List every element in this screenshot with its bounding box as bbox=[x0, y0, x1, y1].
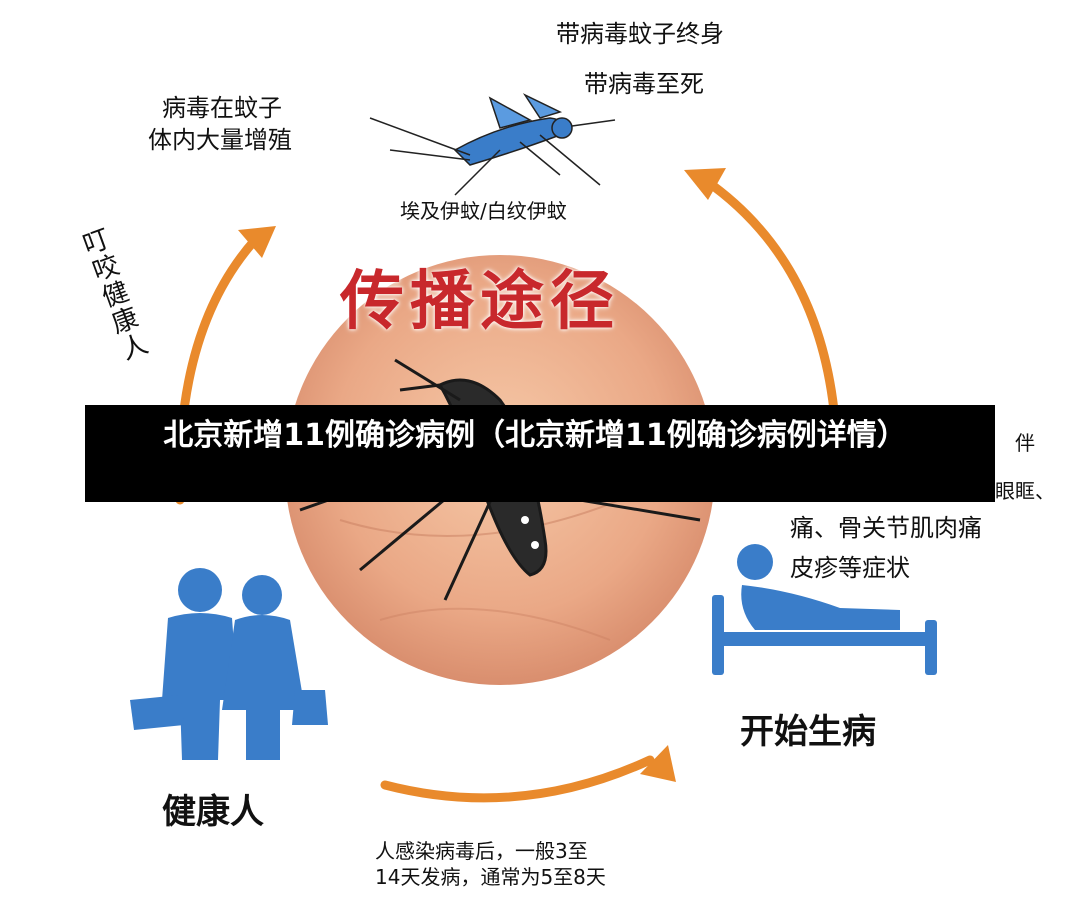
symptoms-line1: 伴 bbox=[1015, 431, 1035, 455]
arrow-right-arc bbox=[700, 175, 840, 425]
healthy-person-label: 健康人 bbox=[162, 792, 264, 832]
sick-person-in-bed-icon bbox=[712, 544, 937, 675]
skin-crease bbox=[379, 607, 611, 641]
virus-multiply-line1: 病毒在蚊子 bbox=[162, 94, 282, 122]
mosquito-icon bbox=[369, 93, 616, 196]
healthy-people-icon bbox=[130, 568, 328, 760]
symptoms-line4: 皮疹等症状 bbox=[790, 554, 910, 582]
incubation-line2: 14天发病，通常为5至8天 bbox=[375, 865, 606, 889]
headline-text: 北京新增11例确诊病例（北京新增11例确诊病例详情） bbox=[163, 418, 907, 453]
arrow-head-right bbox=[684, 168, 726, 200]
arrow-heads bbox=[238, 168, 726, 782]
start-sick-label: 开始生病 bbox=[740, 712, 876, 752]
arrow-head-left bbox=[238, 226, 276, 258]
incubation-line1: 人感染病毒后，一般3至 bbox=[375, 839, 588, 863]
diagram-title: 传播途径 bbox=[340, 264, 620, 339]
carrier-until-death-text: 带病毒至死 bbox=[584, 70, 704, 98]
mosquito-species-text: 埃及伊蚊/白纹伊蚊 bbox=[400, 199, 567, 223]
virus-multiply-line2: 体内大量增殖 bbox=[148, 126, 292, 154]
symptoms-line3: 痛、骨关节肌肉痛 bbox=[790, 514, 982, 542]
symptoms-line2: 眼眶、 bbox=[995, 479, 1055, 503]
arrow-bottom-arc bbox=[380, 755, 655, 803]
arrow-head-bottom bbox=[640, 745, 676, 782]
headline-banner bbox=[85, 405, 995, 502]
lifelong-carrier-text: 带病毒蚊子终身 bbox=[556, 20, 724, 48]
